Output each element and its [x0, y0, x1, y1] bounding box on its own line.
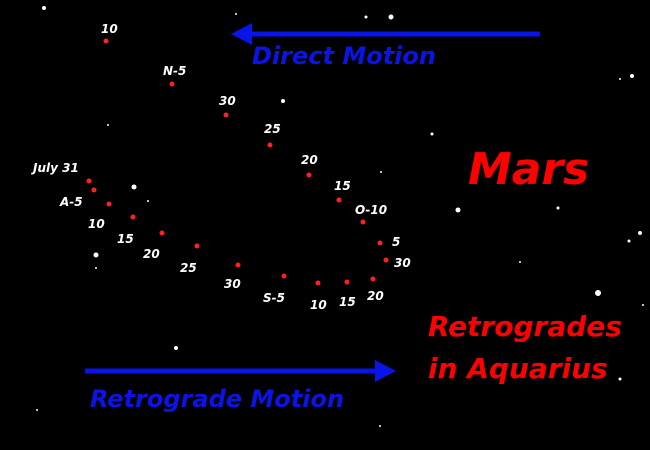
mars-position-dot: [91, 187, 97, 193]
date-label: N-5: [163, 64, 186, 78]
retrograde-motion-arrow-head: [375, 360, 396, 382]
subtitle-line-1: Retrogrades: [428, 310, 622, 343]
direct-motion-label: Direct Motion: [252, 42, 436, 70]
date-label: 20: [143, 247, 160, 261]
date-label: 10: [88, 217, 105, 231]
date-label: 15: [117, 232, 134, 246]
star: [618, 377, 622, 381]
star: [95, 267, 97, 269]
date-label: 30: [224, 277, 241, 291]
star: [595, 290, 601, 296]
direct-motion-arrow: [231, 23, 540, 45]
star-field: [36, 6, 644, 427]
diagram-title: Mars: [468, 144, 589, 195]
star: [627, 239, 631, 243]
star: [364, 15, 368, 19]
mars-position-dot: [306, 172, 312, 178]
date-label: 30: [219, 94, 236, 108]
star: [93, 252, 99, 258]
mars-position-dot: [336, 197, 342, 203]
star: [281, 99, 285, 103]
date-label: A-5: [59, 195, 83, 209]
mars-position-dot: [130, 214, 136, 220]
direct-motion-arrow-head: [231, 23, 252, 45]
star: [556, 206, 560, 210]
date-label: 30: [394, 256, 411, 270]
date-label: 15: [334, 179, 351, 193]
mars-position-dot: [360, 219, 366, 225]
star: [42, 6, 46, 10]
star: [379, 425, 381, 427]
star: [430, 132, 434, 136]
mars-position-dot: [370, 276, 376, 282]
mars-position-dot: [194, 243, 200, 249]
date-label: 25: [264, 122, 281, 136]
mars-position-dot: [86, 178, 92, 184]
star: [388, 14, 394, 20]
star: [638, 231, 642, 235]
retrograde-motion-label: Retrograde Motion: [90, 385, 344, 413]
mars-path: 10N-530252015O-10530201510S-53025201510A…: [31, 22, 411, 312]
star: [630, 74, 634, 78]
mars-position-dot: [377, 240, 383, 246]
retrograde-motion-arrow: [85, 360, 396, 382]
mars-position-dot: [103, 38, 109, 44]
star: [235, 13, 237, 15]
date-label: July 31: [31, 161, 79, 175]
date-label: 5: [392, 235, 400, 249]
mars-position-dot: [315, 280, 321, 286]
star: [36, 409, 38, 411]
star: [107, 124, 109, 126]
date-label: 10: [310, 298, 327, 312]
mars-position-dot: [159, 230, 165, 236]
star: [174, 346, 178, 350]
star: [147, 200, 149, 202]
date-label: 20: [301, 153, 318, 167]
mars-position-dot: [223, 112, 229, 118]
star: [455, 207, 461, 213]
mars-position-dot: [267, 142, 273, 148]
date-label: S-5: [263, 291, 285, 305]
star: [642, 304, 644, 306]
star: [519, 261, 521, 263]
mars-position-dot: [235, 262, 241, 268]
star: [131, 184, 137, 190]
star: [380, 171, 382, 173]
mars-position-dot: [344, 279, 350, 285]
subtitle-line-2: in Aquarius: [428, 352, 608, 385]
date-label: 10: [101, 22, 118, 36]
date-label: 15: [339, 295, 356, 309]
date-label: O-10: [355, 203, 387, 217]
date-label: 25: [180, 261, 197, 275]
mars-position-dot: [383, 257, 389, 263]
star: [619, 78, 621, 80]
mars-position-dot: [281, 273, 287, 279]
mars-position-dot: [106, 201, 112, 207]
date-label: 20: [367, 289, 384, 303]
mars-position-dot: [169, 81, 175, 87]
